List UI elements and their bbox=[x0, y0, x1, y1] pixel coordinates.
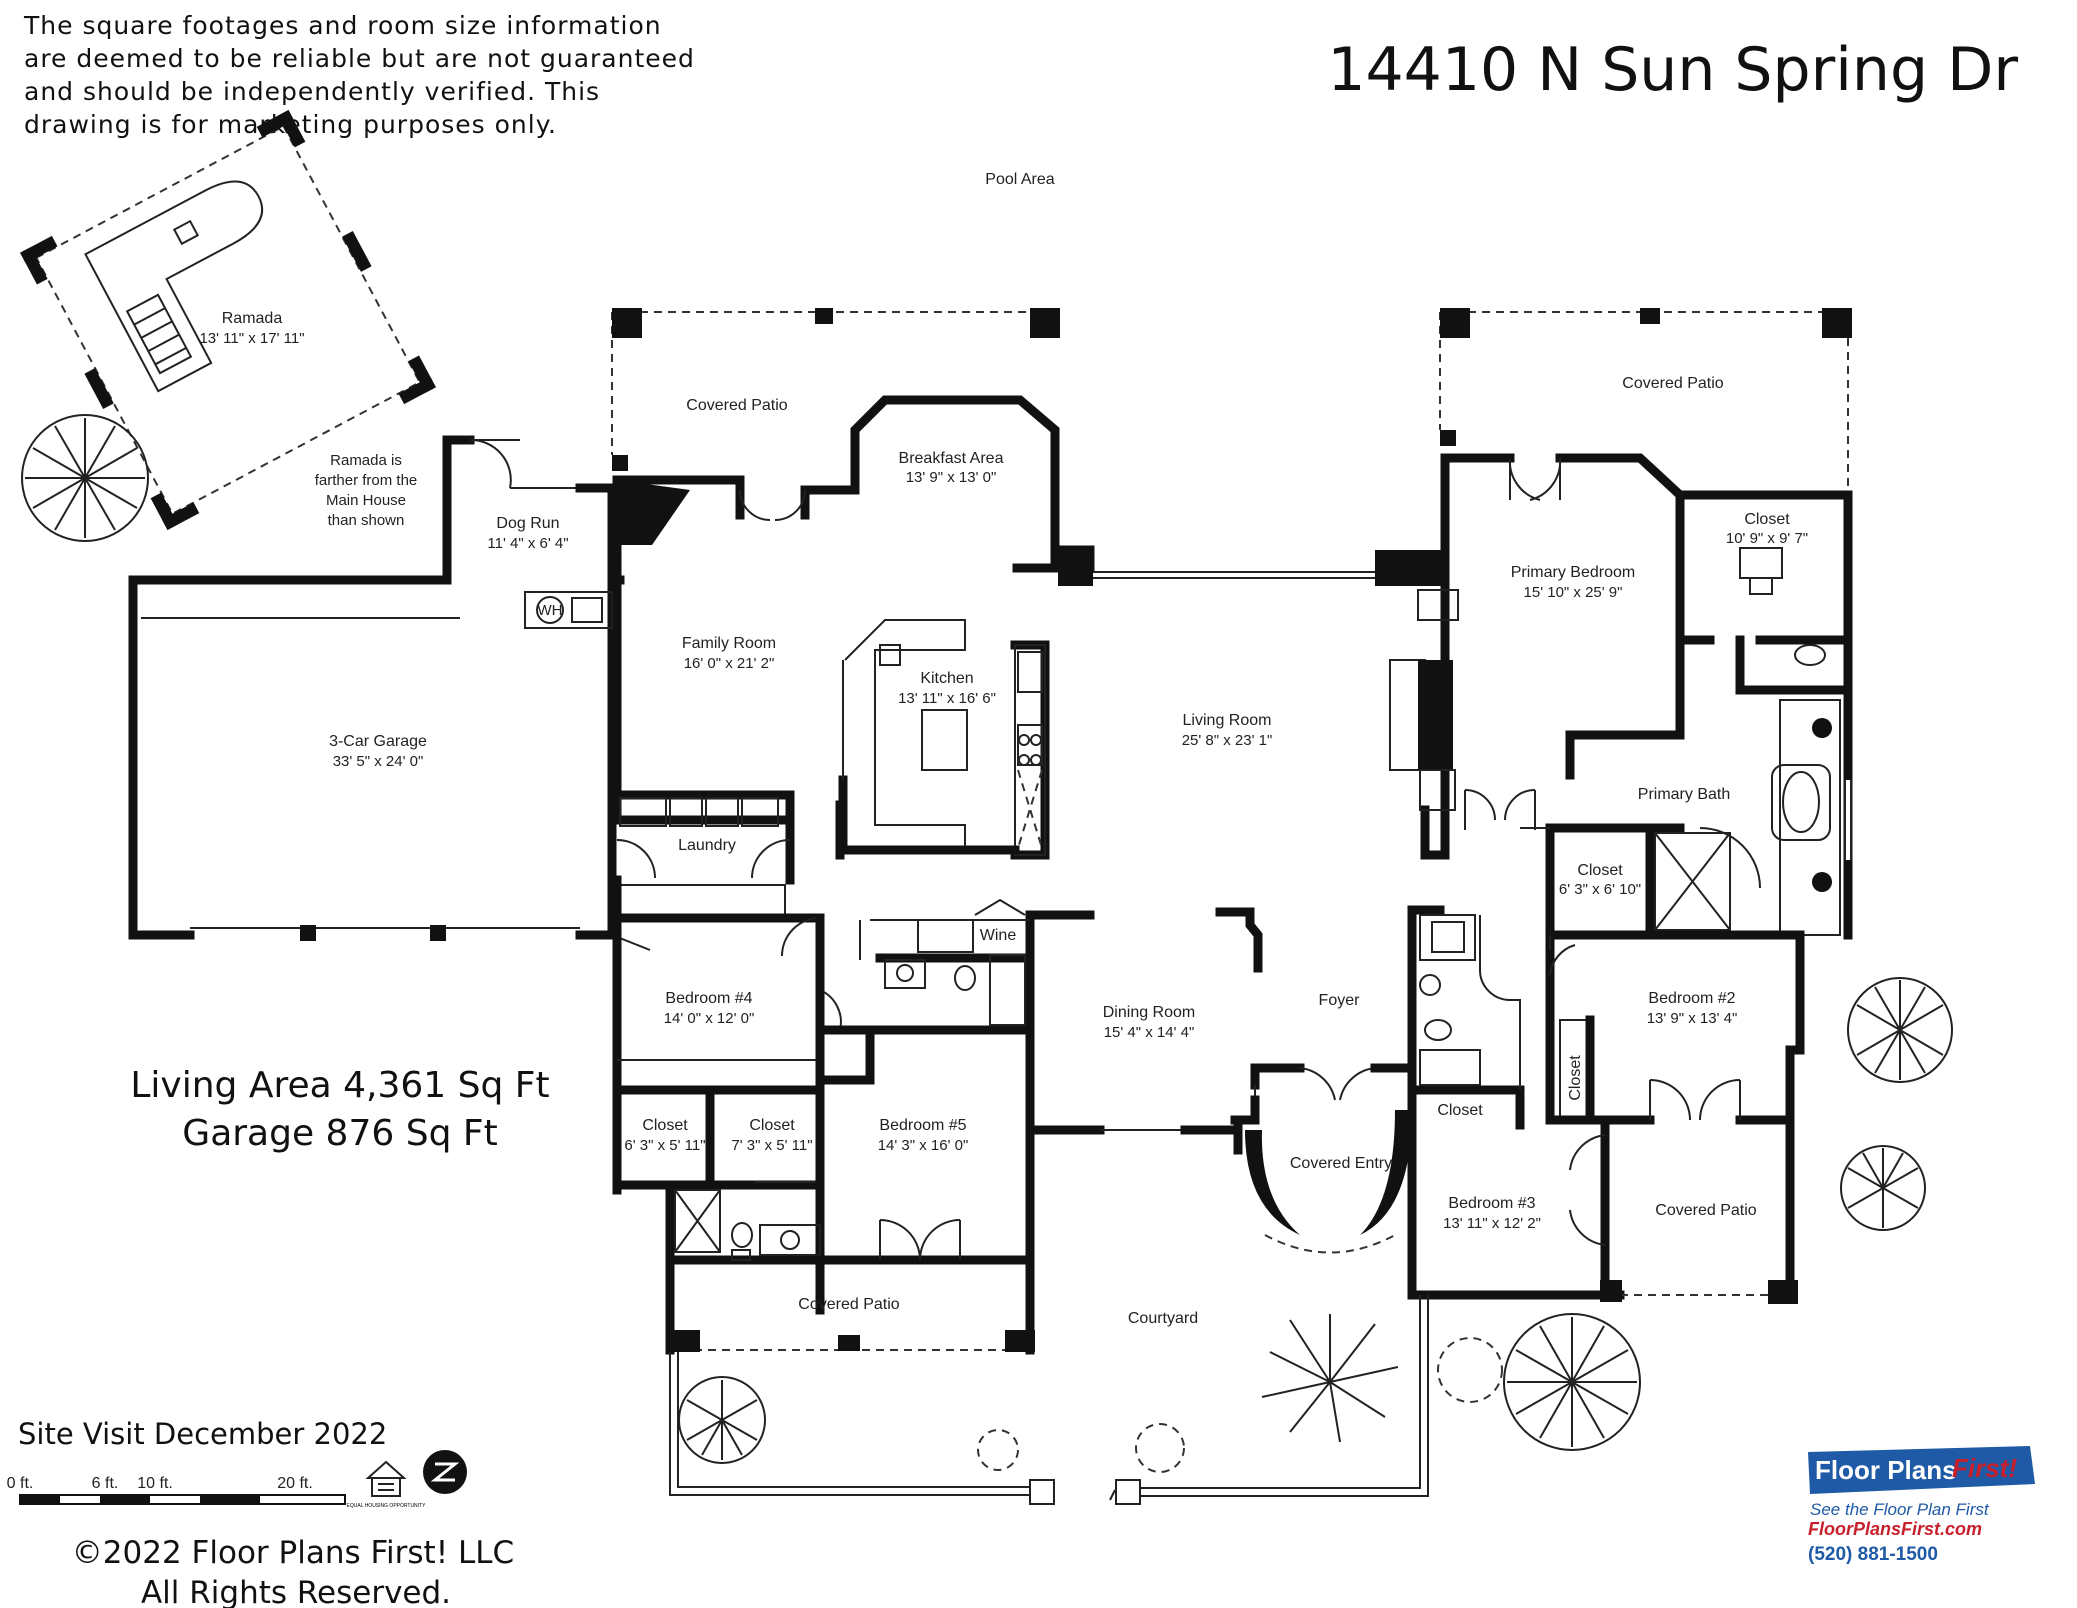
bedroom2-label: Bedroom #2 bbox=[1648, 990, 1735, 1007]
bedroom3-dim: 13' 11" x 12' 2" bbox=[1443, 1215, 1541, 1232]
dog-run-label: Dog Run bbox=[496, 515, 559, 532]
ramada-label: Ramada bbox=[222, 310, 283, 327]
closet-b4-dim: 6' 3" x 5' 11" bbox=[624, 1137, 705, 1154]
tree bbox=[678, 1376, 766, 1464]
closet-bath-dim: 6' 3" x 6' 10" bbox=[1559, 881, 1641, 898]
tree bbox=[1503, 1313, 1641, 1451]
ramada-note-line: Main House bbox=[326, 492, 406, 509]
tree bbox=[21, 414, 149, 542]
garage-area-text: Garage 876 Sq Ft bbox=[182, 1113, 497, 1154]
closet-b4-label: Closet bbox=[642, 1117, 688, 1134]
covered-entry-label: Covered Entry bbox=[1290, 1155, 1392, 1172]
bedroom2-dim: 13' 9" x 13' 4" bbox=[1647, 1010, 1738, 1027]
brand-phone: (520) 881-1500 bbox=[1808, 1544, 1938, 1565]
primary-bedroom-label: Primary Bedroom bbox=[1511, 564, 1635, 581]
living-room-dim: 25' 8" x 23' 1" bbox=[1182, 732, 1273, 749]
garage-label: 3-Car Garage bbox=[329, 733, 427, 750]
ramada-note: Ramada is farther from the Main House th… bbox=[315, 452, 418, 529]
primary-bedroom-dim: 15' 10" x 25' 9" bbox=[1524, 584, 1623, 601]
ramada-note-line: Ramada is bbox=[330, 452, 402, 469]
dining-room-label: Dining Room bbox=[1103, 1004, 1195, 1021]
room-labels: Pool Area Covered Patio Breakfast Area 1… bbox=[329, 171, 1808, 1327]
scale-bar: 0 ft. 6 ft. 10 ft. 20 ft. bbox=[7, 1475, 346, 1505]
copyright-line: All Rights Reserved. bbox=[141, 1575, 451, 1608]
courtyard-label: Courtyard bbox=[1128, 1310, 1198, 1327]
closet-b2-label: Closet bbox=[1567, 1055, 1584, 1101]
equal-housing-text: EQUAL HOUSING OPPORTUNITY bbox=[347, 1503, 427, 1509]
closet-b5-label: Closet bbox=[749, 1117, 795, 1134]
disclaimer-line: The square footages and room size inform… bbox=[23, 11, 662, 40]
ramada-note-line: farther from the bbox=[315, 472, 418, 489]
ramada-note-line: than shown bbox=[328, 512, 405, 529]
bedroom5-dim: 14' 3" x 16' 0" bbox=[878, 1137, 969, 1154]
walls bbox=[128, 308, 1853, 1505]
family-room-dim: 16' 0" x 21' 2" bbox=[684, 655, 775, 672]
closet-primary-label: Closet bbox=[1744, 511, 1790, 528]
laundry-label: Laundry bbox=[678, 837, 736, 854]
disclaimer-line: and should be independently verified. Th… bbox=[24, 77, 600, 106]
closet-b5-dim: 7' 3" x 5' 11" bbox=[731, 1137, 812, 1154]
living-room-label: Living Room bbox=[1183, 712, 1272, 729]
scale-label: 10 ft. bbox=[137, 1475, 173, 1492]
water-heater-label: WH bbox=[538, 602, 563, 619]
breakfast-area-dim: 13' 9" x 13' 0" bbox=[906, 469, 997, 486]
north-compass-icon bbox=[423, 1450, 467, 1494]
tree bbox=[1847, 977, 1953, 1083]
bedroom5-label: Bedroom #5 bbox=[879, 1117, 966, 1134]
wine-label: Wine bbox=[980, 927, 1017, 944]
tree bbox=[1840, 1145, 1926, 1231]
brand-name: Floor Plans bbox=[1815, 1455, 1957, 1485]
brand-url: FloorPlansFirst.com bbox=[1808, 1519, 1982, 1539]
site-visit-text: Site Visit December 2022 bbox=[18, 1417, 387, 1451]
closet-primary-dim: 10' 9" x 9' 7" bbox=[1726, 530, 1808, 547]
palm-tree bbox=[1261, 1314, 1399, 1443]
breakfast-area-label: Breakfast Area bbox=[899, 450, 1004, 467]
address-title: 14410 N Sun Spring Dr bbox=[1327, 35, 2018, 105]
family-room-label: Family Room bbox=[682, 635, 776, 652]
covered-patio-left-label: Covered Patio bbox=[686, 397, 787, 414]
covered-patio-right-label: Covered Patio bbox=[1622, 375, 1723, 392]
covered-patio-bottom-label: Covered Patio bbox=[798, 1296, 899, 1313]
covered-patio-b2-label: Covered Patio bbox=[1655, 1202, 1756, 1219]
primary-bath-label: Primary Bath bbox=[1638, 786, 1730, 803]
brand-logo: Floor Plans First! See the Floor Plan Fi… bbox=[1808, 1446, 2035, 1565]
dining-room-dim: 15' 4" x 14' 4" bbox=[1104, 1024, 1195, 1041]
ramada-dim: 13' 11" x 17' 11" bbox=[199, 330, 304, 347]
pool-area-label: Pool Area bbox=[985, 171, 1054, 188]
ramada bbox=[20, 110, 436, 530]
garage-dim: 33' 5" x 24' 0" bbox=[333, 753, 424, 770]
brand-name-accent: First! bbox=[1952, 1453, 2017, 1483]
disclaimer-line: are deemed to be reliable but are not gu… bbox=[24, 44, 695, 73]
copyright-line: ©2022 Floor Plans First! LLC bbox=[72, 1535, 514, 1571]
kitchen-dim: 13' 11" x 16' 6" bbox=[898, 690, 996, 707]
closet-bath-label: Closet bbox=[1577, 862, 1623, 879]
shrub bbox=[977, 1337, 1503, 1473]
dog-run-dim: 11' 4" x 6' 4" bbox=[487, 535, 568, 552]
scale-label: 0 ft. bbox=[7, 1475, 34, 1492]
closet-b3-label: Closet bbox=[1437, 1102, 1483, 1119]
scale-label: 20 ft. bbox=[277, 1475, 313, 1492]
disclaimer: The square footages and room size inform… bbox=[23, 11, 695, 139]
living-area-text: Living Area 4,361 Sq Ft bbox=[130, 1065, 549, 1106]
brand-tagline: See the Floor Plan First bbox=[1810, 1500, 1990, 1519]
kitchen-label: Kitchen bbox=[920, 670, 973, 687]
bedroom4-label: Bedroom #4 bbox=[665, 990, 752, 1007]
equal-housing-logo: EQUAL HOUSING OPPORTUNITY bbox=[347, 1460, 427, 1509]
foyer-label: Foyer bbox=[1319, 992, 1361, 1009]
bedroom3-label: Bedroom #3 bbox=[1448, 1195, 1535, 1212]
scale-label: 6 ft. bbox=[92, 1475, 119, 1492]
bedroom4-dim: 14' 0" x 12' 0" bbox=[664, 1010, 755, 1027]
